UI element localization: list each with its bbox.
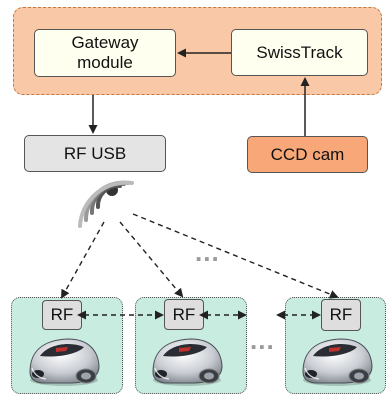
radio-link-3	[132, 213, 339, 299]
ccd-cam-label: CCD cam	[270, 144, 345, 164]
robot-image-3	[302, 338, 373, 387]
rf-usb-node: RF USB	[24, 135, 166, 172]
rf-usb-label: RF USB	[63, 143, 127, 163]
ellipsis-bottom: ...	[250, 325, 275, 355]
gateway-module-label: Gateway module	[71, 33, 139, 72]
swisstrack-label: SwissTrack	[256, 42, 343, 62]
robot-rf-label-3: RF	[329, 305, 353, 324]
robot-rf-chip-1: RF	[42, 300, 82, 330]
ellipsis-top: ...	[195, 237, 220, 267]
ccd-cam-node: CCD cam	[247, 136, 368, 173]
robot-rf-label-1: RF	[50, 305, 74, 324]
robot-rf-chip-3: RF	[321, 299, 361, 331]
robot-image-1	[29, 338, 100, 387]
wireless-signal-icon	[78, 180, 134, 228]
robot-rf-label-2: RF	[172, 304, 196, 324]
robot-image-2	[152, 338, 223, 387]
robot-rf-chip-2: RF	[164, 299, 204, 330]
radio-link-1	[61, 221, 105, 299]
radio-link-2	[119, 221, 184, 298]
gateway-module-node: Gateway module	[34, 29, 176, 77]
swisstrack-node: SwissTrack	[231, 29, 368, 76]
